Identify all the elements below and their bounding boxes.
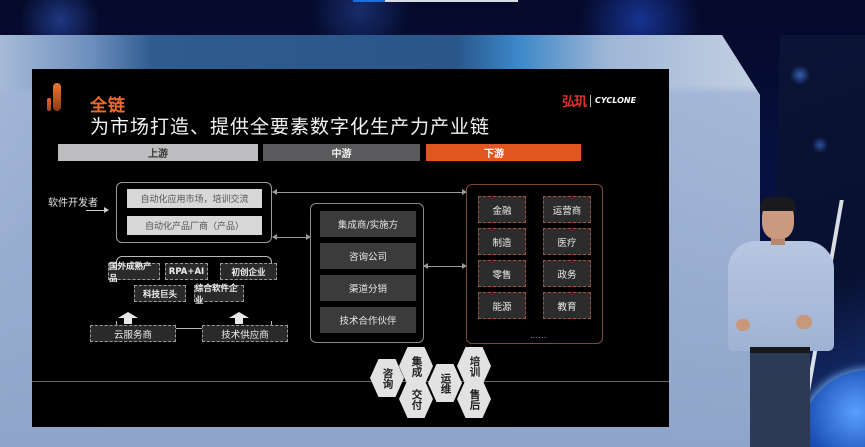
upstream-platform-box: 自动化应用市场，培训交流 自动化产品厂商（产品） [116, 182, 272, 243]
service-hex: 咨询 [370, 359, 404, 397]
vendor-tag: RPA+AI [165, 263, 208, 280]
vendor-tag: 综合软件企业 [194, 284, 244, 306]
midstream-box: 集成商/实施方 咨询公司 渠道分销 技术合作伙伴 [310, 203, 424, 343]
developer-label: 软件开发者 [48, 198, 98, 209]
midstream-item: 集成商/实施方 [320, 211, 416, 237]
top-progress-bar [353, 0, 518, 2]
midstream-item: 咨询公司 [320, 243, 416, 269]
arrow-up-icon [118, 312, 138, 324]
supplier-tag: 技术供应商 [202, 325, 288, 342]
platform-item: 自动化应用市场，培训交流 [127, 189, 262, 208]
vendor-tag: 国外成熟产品 [108, 262, 160, 284]
industry-tag: 医疗 [543, 228, 591, 255]
service-hex: 培训 [457, 347, 491, 385]
supplier-tag: 云服务商 [90, 325, 176, 342]
service-hex: 售后 [457, 380, 491, 418]
industry-tag: 金融 [478, 196, 526, 223]
industry-tag: 制造 [478, 228, 526, 255]
brand-en-name: CYCLONE [595, 96, 637, 105]
industry-tag: 运营商 [543, 196, 591, 223]
arrow-up-icon [229, 312, 249, 324]
midstream-header: 中游 [263, 144, 420, 161]
more-ellipsis: …… [530, 331, 547, 340]
midstream-item: 技术合作伙伴 [320, 307, 416, 333]
slide-divider [32, 381, 669, 382]
vendor-tag: 科技巨头 [134, 285, 186, 302]
bars-logo-icon [42, 81, 64, 111]
brand-cn-name: 弘玑 [562, 95, 587, 110]
slide-title: 为市场打造、提供全要素数字化生产力产业链 [90, 116, 491, 138]
double-arrow-connector [272, 234, 311, 240]
double-arrow-connector [272, 189, 467, 195]
brace-top [116, 256, 272, 264]
industry-tag: 能源 [478, 292, 526, 319]
section-label: 全链 [90, 96, 126, 116]
midstream-item: 渠道分销 [320, 275, 416, 301]
brand-logo: 弘玑 CYCLONE [562, 91, 636, 110]
upstream-header: 上游 [58, 144, 258, 161]
downstream-header: 下游 [426, 144, 581, 161]
service-hex: 集成 [399, 347, 433, 385]
arrow-right-icon [86, 207, 109, 213]
platform-item: 自动化产品厂商（产品） [127, 216, 262, 235]
industry-tag: 教育 [543, 292, 591, 319]
vendor-tag: 初创企业 [220, 263, 277, 280]
brand-divider [590, 94, 592, 107]
presenter-figure [716, 197, 846, 447]
service-hex: 交付 [399, 380, 433, 418]
industry-tag: 政务 [543, 260, 591, 287]
downstream-box: 金融 运营商 制造 医疗 零售 政务 能源 教育 …… [466, 184, 603, 344]
double-arrow-connector [423, 263, 467, 269]
presentation-slide: 全链 为市场打造、提供全要素数字化生产力产业链 弘玑 CYCLONE 上游 中游… [32, 69, 669, 427]
service-hex: 运维 [428, 364, 462, 402]
industry-tag: 零售 [478, 260, 526, 287]
